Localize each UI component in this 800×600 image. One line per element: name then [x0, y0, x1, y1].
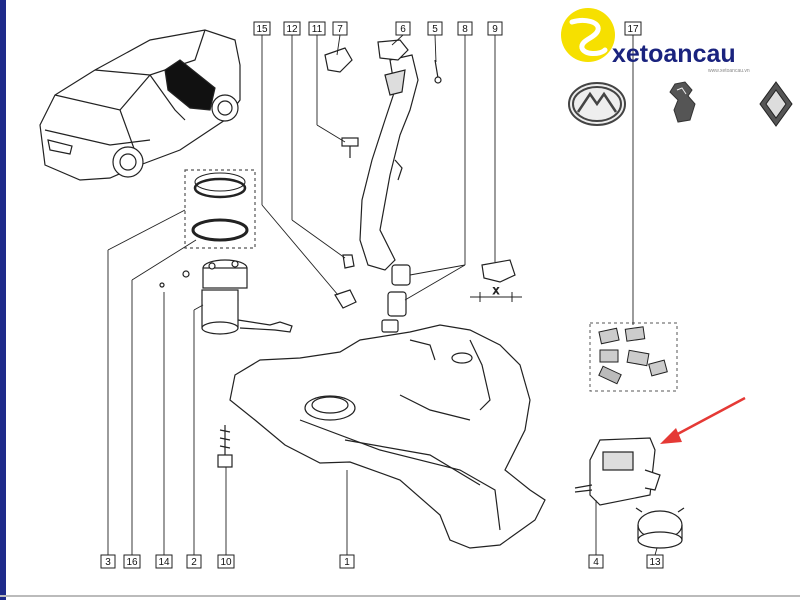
callout-1: 1 — [339, 554, 355, 569]
svg-text:5: 5 — [432, 24, 438, 35]
svg-text:17: 17 — [627, 24, 639, 35]
callout-17: 17 — [624, 21, 642, 36]
svg-text:4: 4 — [593, 557, 599, 568]
svg-text:6: 6 — [400, 24, 406, 35]
pad-kit-17 — [589, 322, 678, 392]
svg-text:13: 13 — [649, 557, 661, 568]
brand-block: xetoancau www.xetoancau.vn — [561, 8, 750, 74]
filler-neck-pipe — [359, 54, 419, 333]
leader-lines — [107, 34, 658, 556]
callout-2: 2 — [186, 554, 202, 569]
callout-8: 8 — [457, 21, 473, 36]
renault-logo — [759, 81, 793, 127]
fuel-tank — [229, 324, 546, 549]
callout-13: 13 — [646, 554, 664, 569]
svg-text:10: 10 — [220, 557, 232, 568]
dimension-x-label: X — [493, 286, 499, 296]
svg-text:3: 3 — [105, 557, 111, 568]
charcoal-canister — [574, 437, 661, 506]
svg-text:7: 7 — [337, 24, 343, 35]
svg-text:1: 1 — [344, 557, 350, 568]
callout-10: 10 — [217, 554, 235, 569]
brand-logo-swoosh — [569, 17, 608, 56]
svg-text:16: 16 — [126, 557, 138, 568]
svg-text:12: 12 — [286, 24, 298, 35]
peugeot-logo — [669, 81, 696, 123]
fuel-pump-module — [201, 259, 293, 335]
callout-4: 4 — [588, 554, 604, 569]
callout-16: 16 — [123, 554, 141, 569]
callout-6: 6 — [395, 21, 411, 36]
callout-5: 5 — [427, 21, 443, 36]
small-parts-top — [324, 39, 516, 309]
mazda-logo — [568, 82, 626, 126]
fuel-filter — [635, 507, 685, 549]
svg-text:15: 15 — [256, 24, 268, 35]
pump-ring-group — [184, 169, 256, 249]
svg-text:9: 9 — [492, 24, 498, 35]
callout-9: 9 — [487, 21, 503, 36]
svg-text:2: 2 — [191, 557, 197, 568]
callout-15: 15 — [253, 21, 271, 36]
callout-14: 14 — [155, 554, 173, 569]
callout-7: 7 — [332, 21, 348, 36]
bolt-10 — [217, 425, 233, 468]
clamp-dimension: X — [470, 286, 522, 302]
brand-name: xetoancau — [612, 40, 736, 68]
car-illustration — [39, 29, 241, 181]
callout-11: 11 — [308, 21, 326, 36]
brand-tagline: www.xetoancau.vn — [708, 68, 750, 74]
left-border-strip — [0, 0, 6, 600]
svg-text:8: 8 — [462, 24, 468, 35]
svg-text:11: 11 — [312, 24, 323, 35]
svg-text:14: 14 — [158, 557, 170, 568]
callout-12: 12 — [283, 21, 301, 36]
callout-3: 3 — [100, 554, 116, 569]
red-arrow-pointer — [660, 396, 746, 444]
pin-14 — [159, 270, 190, 288]
callout-labels: 15 12 11 7 6 5 8 9 17 3 16 14 2 10 1 4 1… — [100, 21, 664, 569]
